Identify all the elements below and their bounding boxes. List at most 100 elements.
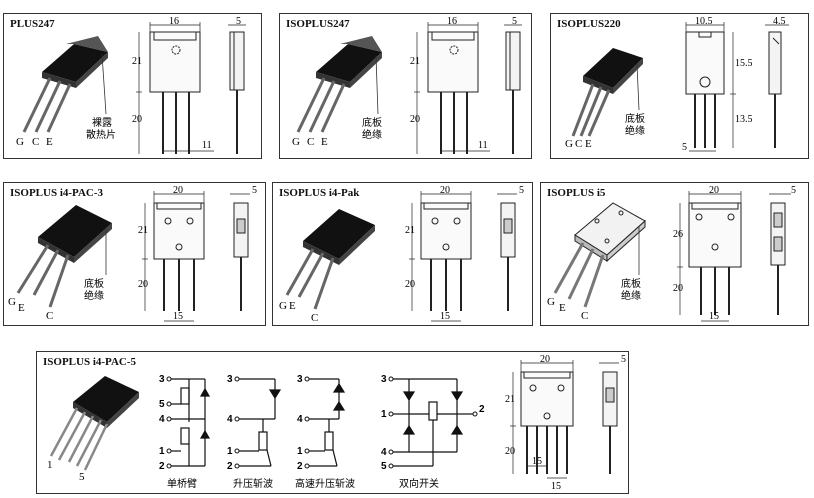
front-view	[520, 371, 574, 474]
package-leads	[553, 242, 605, 308]
boost-pin-2: 2	[227, 461, 233, 472]
panel-i4-pac-3: ISOPLUS i4-PAC-3 G E C 底板 绝缘 2	[3, 182, 266, 326]
front-view	[149, 31, 201, 154]
half-bridge-pin-5: 5	[159, 399, 165, 410]
note-line-1: 底板	[625, 112, 645, 125]
package-body	[583, 48, 643, 94]
dim-bottom-2: 15	[551, 481, 561, 492]
package-title: ISOPLUS i4-Pak	[279, 187, 360, 199]
dim-height-top: 21	[410, 56, 420, 67]
dim-height-leads: 20	[410, 114, 420, 125]
pin-label-g: G	[279, 300, 287, 312]
dim-bottom: 11	[478, 140, 488, 151]
circuit-half-bridge	[171, 378, 211, 467]
note-line-1: 底板	[84, 277, 104, 290]
dim-height-top: 26	[673, 229, 683, 240]
dim-width: 10.5	[695, 16, 713, 27]
pin-label-c: C	[581, 310, 588, 322]
side-view	[233, 202, 249, 311]
dim-height-leads: 20	[138, 279, 148, 290]
package-body	[316, 36, 382, 88]
fast-boost-label: 高速升压斩波	[295, 477, 355, 490]
note-line-2: 绝缘	[84, 289, 104, 302]
dim-side: 5	[512, 16, 517, 27]
package-leads	[16, 244, 70, 308]
fast-boost-pin-1: 1	[297, 446, 303, 457]
package-leads	[22, 77, 72, 133]
pin-label-5: 5	[79, 471, 85, 483]
i4-pac-3-drawing: G E C 底板 绝缘 20 21 20 15 5	[8, 185, 257, 322]
pin-label-e: E	[559, 302, 566, 314]
package-title: ISOPLUS i4-PAC-3	[10, 187, 103, 199]
dim-side: 5	[252, 185, 257, 196]
side-view	[602, 371, 618, 474]
dim-width: 16	[447, 16, 457, 27]
dim-width: 16	[169, 16, 179, 27]
dim-bottom: 15	[532, 456, 542, 467]
package-title: ISOPLUS247	[286, 18, 350, 30]
package-body	[73, 376, 139, 428]
dim-side: 5	[236, 16, 241, 27]
pin-label-c: C	[46, 310, 53, 322]
front-view	[427, 31, 479, 154]
dim-side: 5	[621, 354, 626, 365]
boost-pin-3: 3	[227, 374, 233, 385]
dim-height-top: 21	[405, 225, 415, 236]
i4-pac-5-drawing: 1 5 3 5 4 1 2 单桥臂	[47, 354, 626, 492]
pin-label-e: E	[585, 138, 592, 150]
dim-bottom: 5	[682, 142, 687, 153]
side-view	[500, 202, 516, 311]
fast-boost-pin-3: 3	[297, 374, 303, 385]
dim-bottom: 11	[202, 140, 212, 151]
pin-label-c: C	[575, 138, 582, 150]
pin-label-c: C	[311, 312, 318, 324]
pin-label-e: E	[18, 302, 25, 314]
fast-boost-pin-4: 4	[297, 414, 303, 425]
dim-bottom: 15	[173, 311, 183, 322]
package-body	[303, 209, 375, 265]
package-title: ISOPLUS220	[557, 18, 621, 30]
panel-i4-pac-5: ISOPLUS i4-PAC-5 1 5	[36, 351, 629, 494]
side-view	[770, 202, 786, 315]
package-title: ISOPLUS i4-PAC-5	[43, 356, 136, 368]
pin-label-g: G	[547, 296, 555, 308]
dim-bottom: 15	[440, 311, 450, 322]
isoplus247-drawing: G C E 底板 绝缘 16 21 20 11 5	[292, 16, 522, 154]
panel-i4-pak: ISOPLUS i4-Pak G E C 20 21 20 1	[272, 182, 533, 326]
dim-height-top: 15.5	[735, 58, 753, 69]
package-body	[574, 202, 646, 263]
circuit-bidirectional	[393, 378, 473, 467]
note-line-1: 底板	[621, 277, 641, 290]
dim-height-top: 21	[132, 56, 142, 67]
half-bridge-label: 单桥臂	[167, 477, 197, 490]
panel-plus247: PLUS247 G C E 裸露 散热片	[3, 13, 262, 159]
package-title: PLUS247	[10, 18, 55, 30]
note-line-2: 散热片	[86, 128, 116, 141]
front-view	[685, 31, 725, 148]
dim-height-leads: 20	[132, 114, 142, 125]
panel-isoplus247: ISOPLUS247 G C E 底板 绝缘	[279, 13, 532, 159]
pin-label-c: C	[307, 136, 314, 148]
dim-side: 5	[791, 185, 796, 196]
half-bridge-pin-2: 2	[159, 461, 165, 472]
dim-bottom: 15	[709, 311, 719, 322]
bidirectional-pin-3: 3	[381, 374, 387, 385]
note-line-2: 绝缘	[625, 124, 645, 137]
bidirectional-pin-5: 5	[381, 461, 387, 472]
panel-i5: ISOPLUS i5 G E C 底板 绝缘	[540, 182, 809, 326]
half-bridge-pin-4: 4	[159, 414, 165, 425]
note-line-1: 底板	[362, 116, 382, 129]
dim-width: 20	[540, 354, 550, 365]
side-view	[505, 31, 521, 154]
side-view	[229, 31, 245, 154]
bidirectional-pin-2: 2	[479, 404, 485, 415]
panel-isoplus220: ISOPLUS220 G C E 底板 绝缘 10.5	[550, 13, 809, 159]
boost-label: 升压斩波	[233, 477, 273, 490]
pin-label-e: E	[46, 136, 53, 148]
half-bridge-pin-1: 1	[159, 446, 165, 457]
package-leads	[285, 248, 335, 310]
side-view	[768, 31, 782, 148]
package-body	[42, 36, 108, 88]
boost-pin-1: 1	[227, 446, 233, 457]
bidirectional-pin-4: 4	[381, 447, 387, 458]
